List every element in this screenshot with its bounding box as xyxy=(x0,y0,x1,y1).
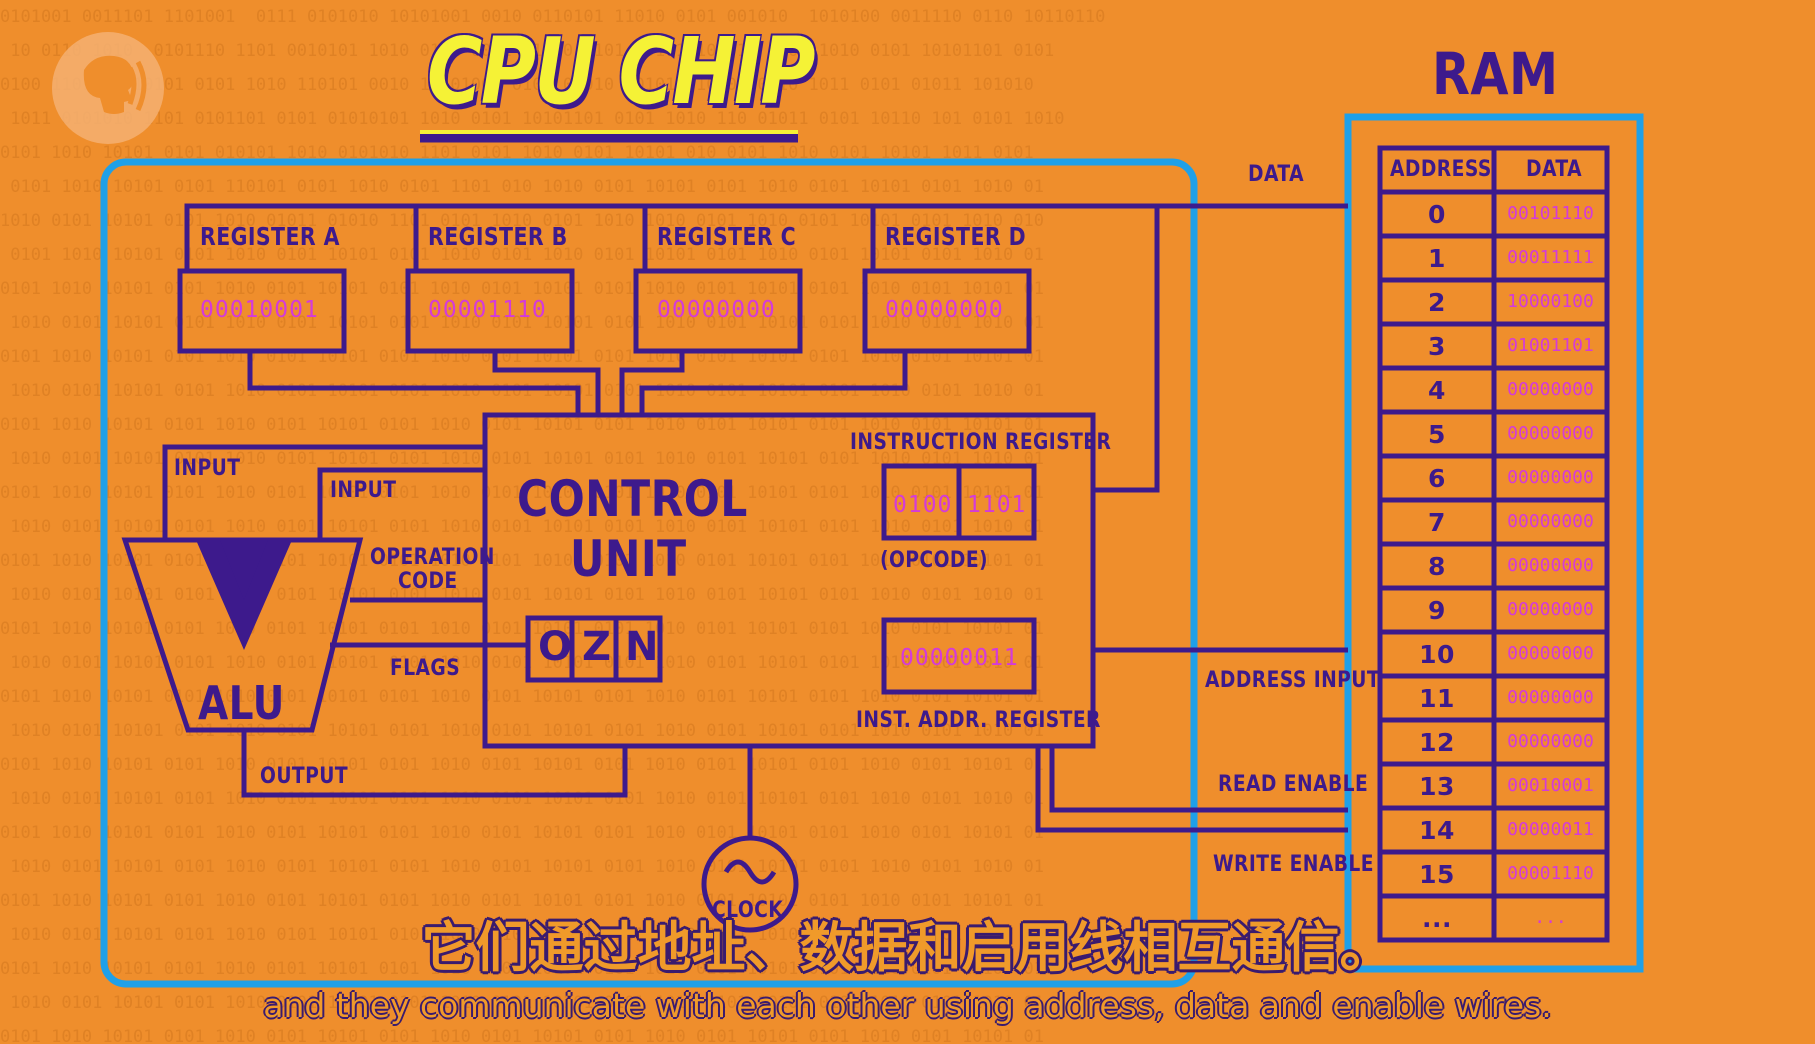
ram-data-cell: 00000000 xyxy=(1507,731,1594,752)
read-enable-label: READ ENABLE xyxy=(1218,772,1369,797)
register-c-label: REGISTER C xyxy=(657,222,797,251)
flag-overflow: O xyxy=(538,624,573,670)
register-d-value: 00000000 xyxy=(885,297,1004,323)
ram-data-cell: 00000011 xyxy=(1507,819,1594,840)
register-b-value: 00001110 xyxy=(428,297,547,323)
operation-code-label-line2: CODE xyxy=(398,569,458,594)
ram-address-cell: 1 xyxy=(1428,244,1446,273)
ram-data-cell: 00000000 xyxy=(1507,687,1594,708)
ram-data-cell: 00000000 xyxy=(1507,511,1594,532)
control-unit-label-line2: UNIT xyxy=(570,530,687,588)
register-d-box xyxy=(862,268,1032,354)
ram-address-header: ADDRESS xyxy=(1390,157,1492,182)
register-c-value: 00000000 xyxy=(657,297,776,323)
ram-address-cell: 11 xyxy=(1419,684,1455,713)
ram-title: RAM xyxy=(1432,40,1559,108)
ram-address-cell: 6 xyxy=(1428,464,1446,493)
operand-value: 1101 xyxy=(967,492,1027,518)
ram-address-cell: 5 xyxy=(1428,420,1446,449)
register-a-label: REGISTER A xyxy=(200,222,340,251)
ram-address-cell: 3 xyxy=(1428,332,1446,361)
ram-address-cell: 7 xyxy=(1428,508,1446,537)
write-enable-label: WRITE ENABLE xyxy=(1213,852,1374,877)
ram-address-cell: 4 xyxy=(1428,376,1446,405)
ram-data-header: DATA xyxy=(1526,157,1583,182)
instruction-register-label: INSTRUCTION REGISTER xyxy=(850,430,1112,455)
address-input-label: ADDRESS INPUT xyxy=(1205,668,1381,693)
subtitle-english: and they communicate with each other usi… xyxy=(263,986,1552,1025)
ram-data-cell: 00000000 xyxy=(1507,467,1594,488)
clock-circle xyxy=(701,835,799,933)
ram-address-cell: 8 xyxy=(1428,552,1446,581)
opcode-label: (OPCODE) xyxy=(880,548,989,573)
ram-data-cell: ... xyxy=(1534,907,1567,928)
ram-data-cell: 00011111 xyxy=(1507,247,1594,268)
ram-address-cell: 15 xyxy=(1419,860,1455,889)
register-a-box xyxy=(177,268,347,354)
register-c-box xyxy=(633,268,803,354)
inst-addr-value: 00000011 xyxy=(900,645,1019,671)
ram-data-cell: 01001101 xyxy=(1507,335,1594,356)
ram-data-cell: 00000000 xyxy=(1507,423,1594,444)
ram-data-cell: 00000000 xyxy=(1507,599,1594,620)
ram-address-cell: 0 xyxy=(1428,200,1446,229)
flags-box xyxy=(525,615,663,683)
ram-address-cell: ... xyxy=(1422,904,1452,933)
ram-data-cell: 00101110 xyxy=(1507,203,1594,224)
flags-label: FLAGS xyxy=(390,656,461,681)
ram-boundary xyxy=(1344,113,1644,973)
ram-data-cell: 00000000 xyxy=(1507,643,1594,664)
subtitle-chinese: 它们通过地址、数据和启用线相互通信。 xyxy=(421,916,1394,979)
control-unit-box xyxy=(482,412,1096,749)
ram-address-cell: 12 xyxy=(1419,728,1455,757)
inst-addr-label: INST. ADDR. REGISTER xyxy=(856,708,1101,733)
ram-data-cell: 00001110 xyxy=(1507,863,1594,884)
alu-input-2-label: INPUT xyxy=(330,478,397,503)
ram-address-cell: 9 xyxy=(1428,596,1446,625)
ram-data-cell: 00000000 xyxy=(1507,379,1594,400)
output-label: OUTPUT xyxy=(260,764,349,789)
ram-data-cell: 10000100 xyxy=(1507,291,1594,312)
control-unit-label-line1: CONTROL xyxy=(517,470,748,528)
cpu-chip-boundary xyxy=(100,158,1198,988)
ram-address-cell: 10 xyxy=(1419,640,1455,669)
cpu-chip-title: CPU CHIP xyxy=(427,18,816,125)
pbs-logo-icon xyxy=(52,32,164,144)
operation-code-label-line1: OPERATION xyxy=(370,545,495,570)
ram-data-cell: 00010001 xyxy=(1507,775,1594,796)
ram-address-cell: 2 xyxy=(1428,288,1446,317)
alu-label: ALU xyxy=(198,676,285,730)
register-d-label: REGISTER D xyxy=(885,222,1027,251)
flag-negative: N xyxy=(625,624,659,670)
inst-addr-register-box xyxy=(881,617,1037,695)
ram-address-cell: 13 xyxy=(1419,772,1455,801)
clock-label: CLOCK xyxy=(712,898,784,923)
ram-data-cell: 00000000 xyxy=(1507,555,1594,576)
register-a-value: 00010001 xyxy=(200,297,319,323)
register-b-label: REGISTER B xyxy=(428,222,568,251)
register-b-box xyxy=(405,268,575,354)
data-wire-label: DATA xyxy=(1248,162,1305,187)
opcode-value: 0100 xyxy=(893,492,953,518)
alu-input-1-label: INPUT xyxy=(174,456,241,481)
flag-zero: Z xyxy=(582,624,612,670)
ram-address-cell: 14 xyxy=(1419,816,1455,845)
